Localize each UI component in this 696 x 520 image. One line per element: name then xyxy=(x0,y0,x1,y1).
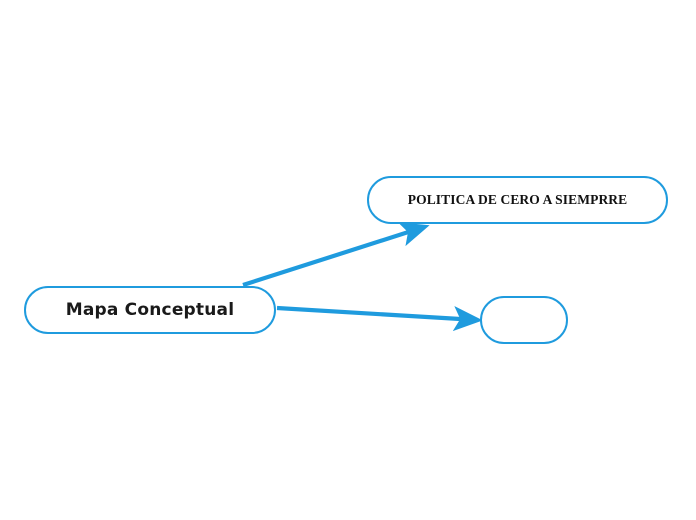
node-empty[interactable] xyxy=(480,296,568,344)
node-label-root: Mapa Conceptual xyxy=(65,300,235,320)
node-mapa-conceptual[interactable]: Mapa Conceptual xyxy=(24,286,276,334)
node-label-child-1: POLITICA DE CERO A SIEMPRRE xyxy=(407,192,628,207)
edge-root-to-politica xyxy=(242,222,430,287)
node-politica-de-cero-a-siemprre[interactable]: POLITICA DE CERO A SIEMPRRE xyxy=(367,176,668,224)
edge-root-to-empty-node xyxy=(276,305,483,332)
